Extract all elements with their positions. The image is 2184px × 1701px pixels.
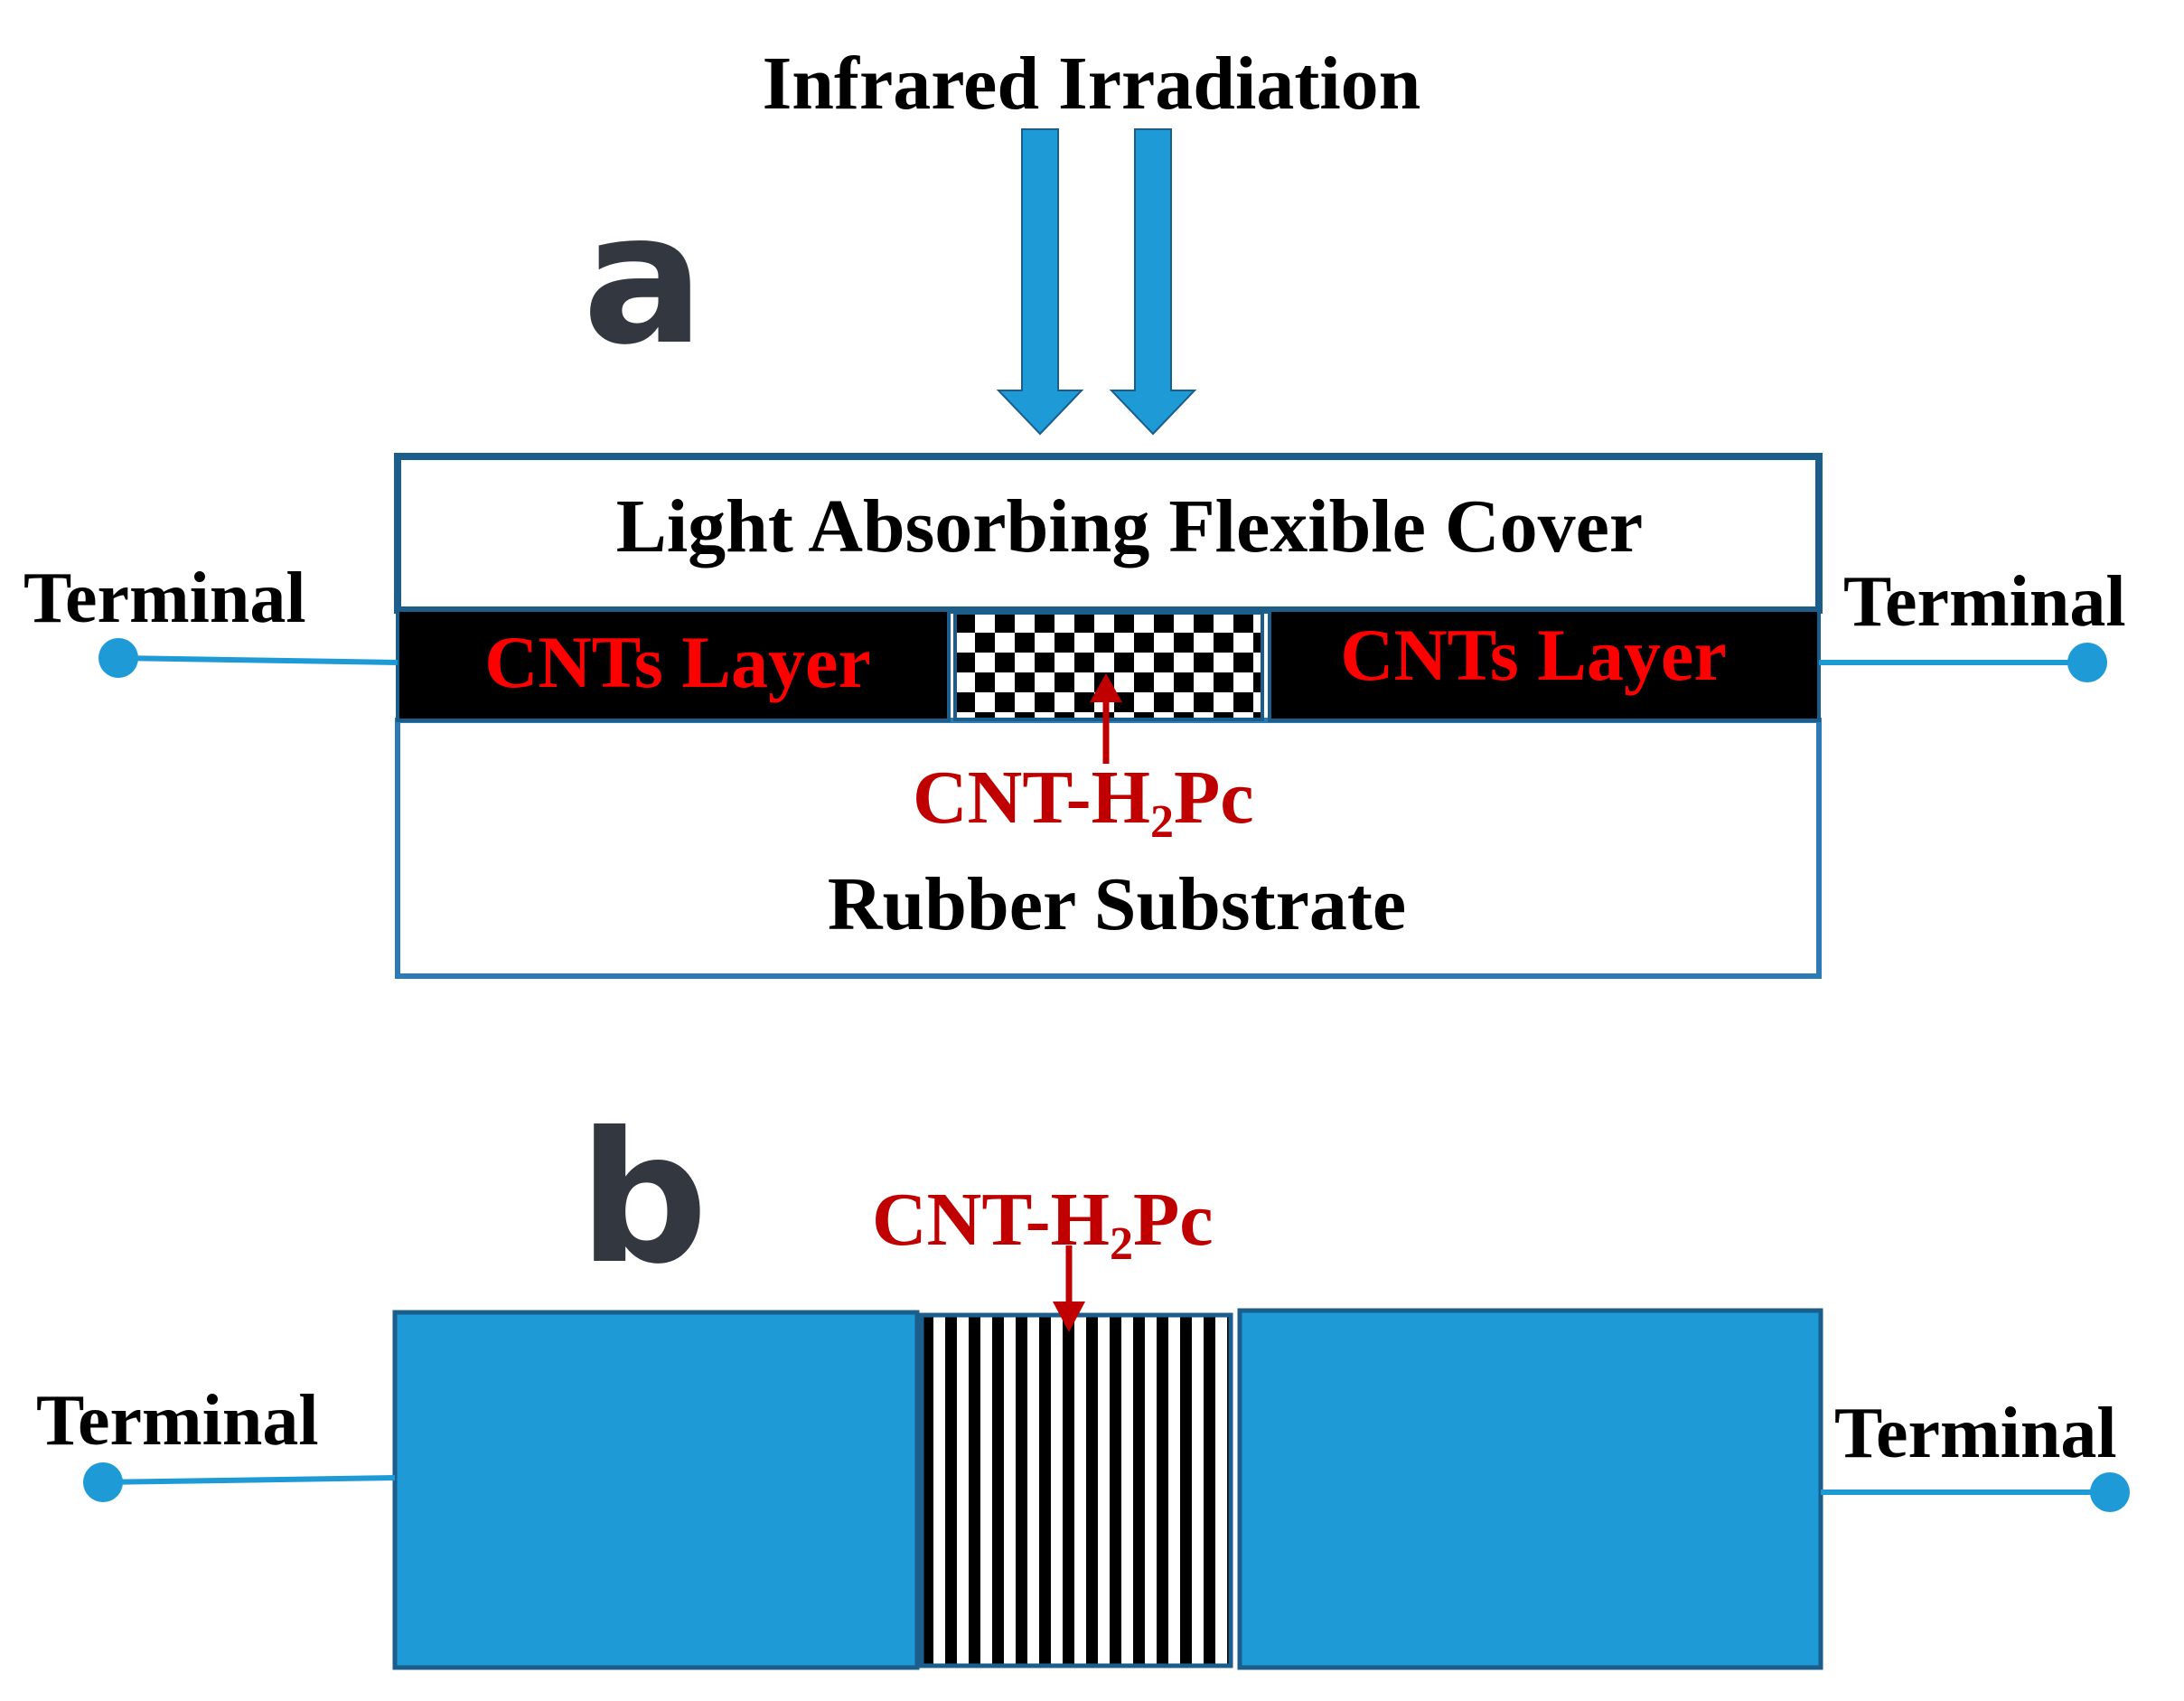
terminal-dot-icon [2067, 643, 2107, 682]
down-pointer-icon [1053, 1245, 1085, 1332]
terminal-label-right-b: Terminal [1834, 1394, 2117, 1473]
cnt-h2pc-label-b-sub: 2 [1110, 1218, 1133, 1270]
terminal-label-left-b: Terminal [36, 1381, 319, 1461]
cnt-h2pc-label-b: CNT-H2Pc [872, 1178, 1214, 1270]
terminal-dot-icon [83, 1462, 123, 1502]
panel-letter-a: a [583, 174, 705, 385]
irradiation-arrow-left [996, 128, 1084, 436]
cnt-h2pc-label-a-sub: 2 [1150, 796, 1174, 848]
terminal-dot-icon [98, 638, 138, 678]
cnts-layer-left-label: CNTs Layer [484, 621, 871, 703]
terminal-wire-left-b [102, 1475, 396, 1485]
irradiation-arrow-right [1109, 128, 1197, 436]
light-absorbing-cover [394, 453, 1823, 614]
electrode-right-b [1237, 1308, 1823, 1670]
cnt-h2pc-label-a: CNT-H2Pc [913, 756, 1254, 848]
substrate-label: Rubber Substrate [828, 862, 1406, 946]
panel-letter-b: b [578, 1094, 708, 1304]
irradiation-label: Infrared Irradiation [763, 42, 1421, 126]
up-arrow-icon [1090, 673, 1122, 764]
cnts-layer-left [396, 608, 951, 722]
terminal-wire-left-a [118, 655, 398, 665]
cnt-h2pc-stripe-region [919, 1312, 1233, 1668]
down-arrow-icon [996, 128, 1197, 436]
cnts-layer-right-label: CNTs Layer [1340, 614, 1727, 696]
panel-b: b CNT-H2Pc Terminal Terminal [36, 1094, 2130, 1670]
cnt-h2pc-label-a-main: CNT-H [913, 756, 1150, 840]
pointer-head-b [1053, 1302, 1085, 1332]
terminal-label-right-a: Terminal [1843, 562, 2126, 642]
cnt-h2pc-label-b-tail: Pc [1133, 1178, 1214, 1262]
cnt-h2pc-label-a-tail: Pc [1174, 756, 1254, 840]
pointer-head-a [1090, 673, 1122, 702]
cnts-layer-right [1268, 608, 1821, 722]
terminal-dot-icon [2090, 1472, 2130, 1512]
panel-a: Infrared Irradiation a Light Absorbing F… [23, 42, 2126, 979]
electrode-left-b [392, 1310, 920, 1670]
terminal-label-left-a: Terminal [23, 559, 306, 638]
cnt-h2pc-label-b-main: CNT-H [872, 1178, 1110, 1262]
cover-label: Light Absorbing Flexible Cover [616, 484, 1643, 569]
